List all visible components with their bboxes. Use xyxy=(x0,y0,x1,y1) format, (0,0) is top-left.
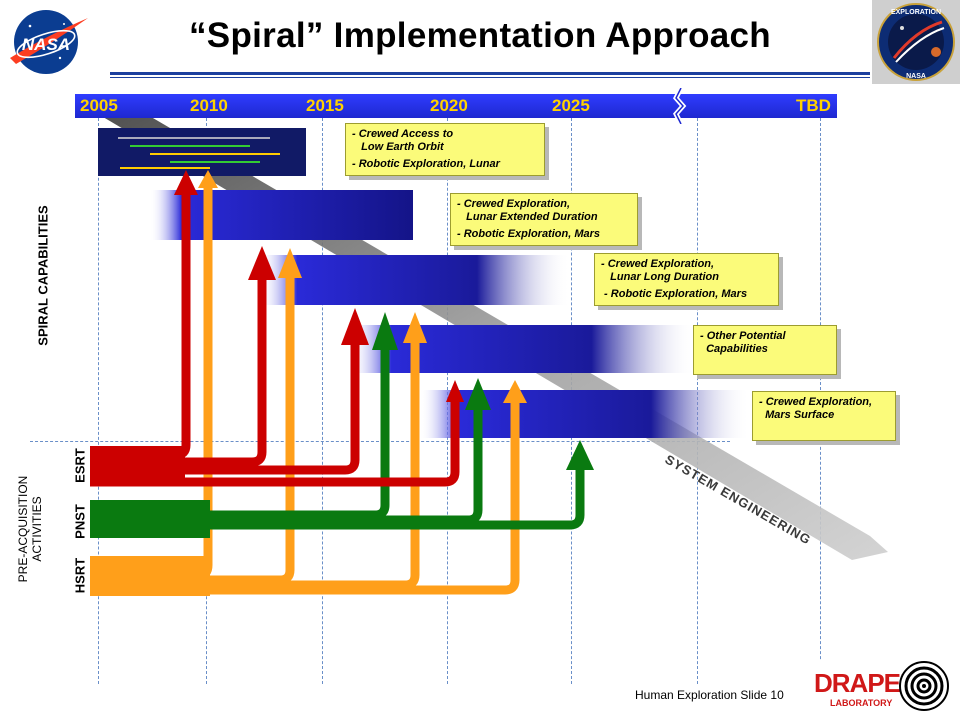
callout-spiral-1: - Crewed Access to Low Earth Orbit - Rob… xyxy=(345,123,545,176)
pre-acquisition-text: PRE-ACQUISITION xyxy=(16,475,30,583)
pre-acquisition-divider xyxy=(30,441,730,442)
team-label-esrt: ESRT xyxy=(72,448,88,483)
callout-line: - Crewed Exploration, xyxy=(601,258,715,270)
callout-line: - Crewed Access to xyxy=(352,128,454,140)
callout-line: Lunar Long Duration xyxy=(601,271,719,283)
activities-text: ACTIVITIES xyxy=(30,496,44,562)
hsrt-base-bar xyxy=(90,556,210,596)
draper-target-icon xyxy=(899,661,949,711)
exploration-emblem: EXPLORATION NASA xyxy=(872,0,960,84)
year-tbd: TBD xyxy=(796,96,831,115)
grid-line-2015 xyxy=(322,118,323,684)
grid-line-2020 xyxy=(447,118,448,684)
esrt-arrows xyxy=(90,185,460,487)
team-label-pnst: PNST xyxy=(72,504,88,539)
exploration-logo-sub: NASA xyxy=(906,73,926,80)
spiral-bar-1 xyxy=(98,128,306,176)
spiral-bar-3 xyxy=(260,255,570,305)
year-2005: 2005 xyxy=(80,96,118,115)
callout-spiral-5: - Crewed Exploration, Mars Surface xyxy=(752,391,896,441)
callout-spiral-4: - Other Potential Capabilities xyxy=(693,325,837,375)
nasa-meatball-logo: NASA xyxy=(10,10,88,74)
spiral-capabilities-label: SPIRAL CAPABILITIES xyxy=(35,205,51,346)
callout-line: - Crewed Exploration, xyxy=(759,396,873,408)
callout-line: Mars Surface xyxy=(759,409,835,421)
spiral-bar-2 xyxy=(150,190,413,240)
callout-spiral-3: - Crewed Exploration, Lunar Long Duratio… xyxy=(594,253,779,306)
year-2010: 2010 xyxy=(190,96,228,115)
callout-line: - Crewed Exploration, xyxy=(457,198,571,210)
year-2020: 2020 xyxy=(430,96,468,115)
spiral-1-schedule-detail xyxy=(118,137,280,169)
system-engineering-label: SYSTEM ENGINEERING xyxy=(663,452,814,548)
spiral-bar-5 xyxy=(420,390,750,438)
nasa-logo-text: NASA xyxy=(22,35,70,54)
title-underline xyxy=(110,72,870,75)
timeline-bar xyxy=(75,94,837,118)
callout-line: - Other Potential xyxy=(700,330,786,342)
title-underline-thin xyxy=(110,77,870,78)
timeline-break-icon xyxy=(673,88,687,124)
callout-spiral-2: - Crewed Exploration, Lunar Extended Dur… xyxy=(450,193,638,246)
callout-line: - Robotic Exploration, Mars xyxy=(457,228,601,240)
spiral-bar-4 xyxy=(350,325,695,373)
draper-logo-sub: LABORATORY xyxy=(830,698,892,708)
draper-laboratory-logo: DRAPER LABORATORY xyxy=(812,660,949,712)
callout-line: Low Earth Orbit xyxy=(352,141,444,153)
callout-line: - Robotic Exploration, Mars xyxy=(601,288,748,300)
grid-line-break xyxy=(697,118,698,684)
callout-line: Lunar Extended Duration xyxy=(457,211,598,223)
grid-line-2005 xyxy=(98,118,99,684)
pnst-base-bar xyxy=(90,500,210,538)
callout-line: - Robotic Exploration, Lunar xyxy=(352,158,500,170)
year-2015: 2015 xyxy=(306,96,344,115)
exploration-logo-text: EXPLORATION xyxy=(891,9,941,16)
grid-line-2010 xyxy=(206,118,207,684)
year-2025: 2025 xyxy=(552,96,590,115)
slide-title: “Spiral” Implementation Approach xyxy=(189,16,771,55)
callout-line: Capabilities xyxy=(700,343,768,355)
team-label-hsrt: HSRT xyxy=(72,557,88,594)
slide-footer: Human Exploration Slide 10 xyxy=(635,688,784,702)
pnst-arrows xyxy=(90,345,585,530)
esrt-base-bar xyxy=(90,446,185,486)
pre-acquisition-label: PRE-ACQUISITION ACTIVITIES xyxy=(16,469,44,589)
